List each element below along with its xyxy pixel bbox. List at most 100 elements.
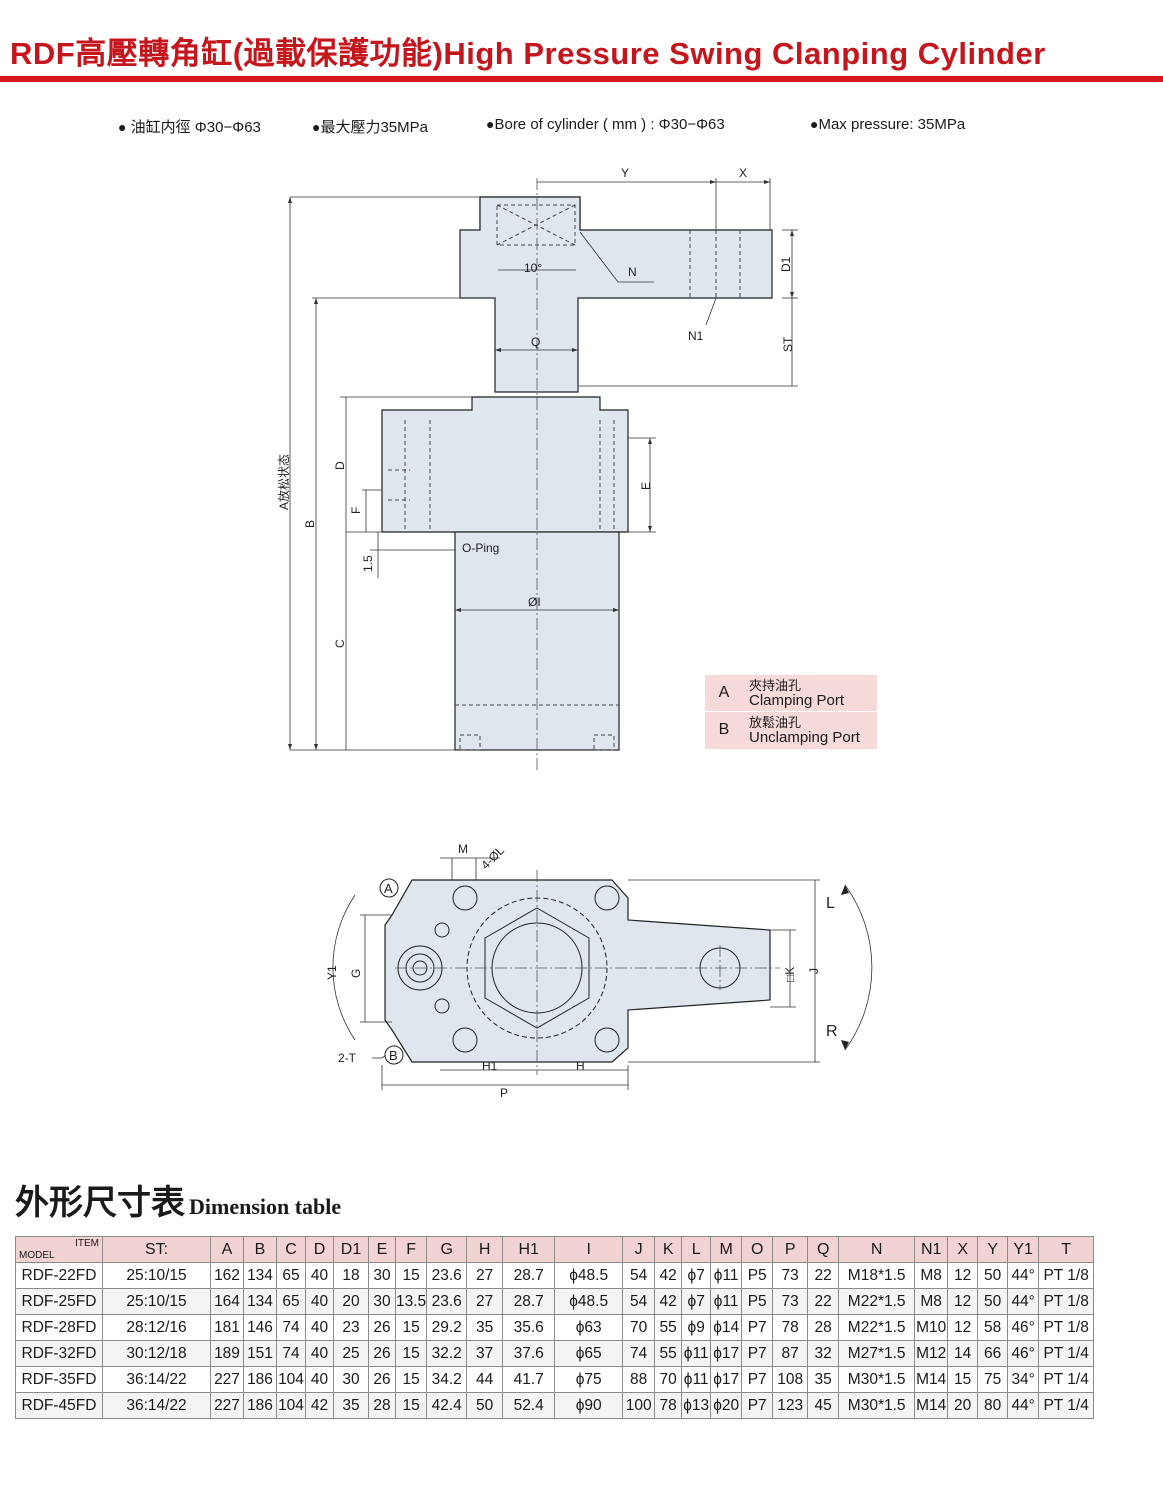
table-cell: ϕ48.5 [554,1262,624,1289]
table-cell: 15 [394,1392,428,1419]
table-cell: 162 [210,1262,244,1289]
model-cell: RDF-25FD [15,1288,103,1315]
spec-bore-en: ●Bore of cylinder ( mm ) : Φ30−Φ63 [486,116,725,133]
table-cell: ϕ17 [710,1340,743,1367]
table-cell: 23 [333,1314,369,1341]
table-cell: 15 [947,1366,979,1393]
dim-2t-label: 2-T [338,1051,357,1065]
spec-bore-cn: ● 油缸内徑 Φ30−Φ63 [118,119,261,136]
table-cell: 12 [947,1262,979,1289]
table-cell: M10 [914,1314,949,1341]
table-cell: M8 [914,1262,949,1289]
table-cell: ϕ11 [710,1262,743,1289]
table-cell: 227 [210,1392,244,1419]
table-title-cn: 外形尺寸表 [15,1183,185,1223]
table-cell: 151 [243,1340,277,1367]
table-cell: P7 [741,1314,774,1341]
table-cell: 14 [947,1340,979,1367]
dim-d-label: D [333,461,347,470]
table-cell: 46° [1007,1340,1040,1367]
table-cell: 15 [394,1340,428,1367]
table-cell: 36:14/22 [102,1366,211,1393]
table-cell: 50 [466,1392,504,1419]
dim-f-label: F [349,507,363,514]
table-cell: 186 [243,1392,277,1419]
table-cell: 26 [368,1340,396,1367]
table-cell: ϕ7 [681,1262,712,1289]
table-cell: 23.6 [426,1288,468,1315]
table-cell: ϕ11 [681,1340,712,1367]
table-cell: M27*1.5 [838,1340,916,1367]
dim-x-label: X [739,166,747,180]
table-cell: 30:12/18 [102,1340,211,1367]
legend-letter: A [718,684,730,701]
table-cell: 74 [622,1340,656,1367]
table-cell: 27 [466,1262,504,1289]
table-cell: 52.4 [502,1392,556,1419]
table-cell: 36:14/22 [102,1392,211,1419]
table-cell: 45 [807,1392,840,1419]
table-cell: 18 [333,1262,369,1289]
table-cell: 26 [368,1366,396,1393]
table-cell: 78 [772,1314,809,1341]
table-cell: 37.6 [502,1340,556,1367]
table-cell: 46° [1007,1314,1040,1341]
table-header-cell: Y1 [1007,1236,1040,1263]
table-cell: 227 [210,1366,244,1393]
table-cell: 35 [466,1314,504,1341]
table-cell: 27 [466,1288,504,1315]
table-cell: 65 [276,1262,306,1289]
table-cell: ϕ14 [710,1314,743,1341]
table-header-cell: ST: [102,1236,211,1263]
dim-q-label: Q [531,335,540,349]
side-view-drawing: Y X D1 N 10° N1 ST Q D E F B A放松状态 1.5 O… [276,166,798,770]
table-cell: 100 [622,1392,656,1419]
table-header-cell: D [305,1236,334,1263]
table-cell: PT 1/8 [1038,1288,1095,1315]
table-header-cell: N [838,1236,916,1263]
table-cell: 25:10/15 [102,1262,211,1289]
table-header-cell: K [654,1236,683,1263]
dim-n1-label: N1 [688,329,704,343]
legend-en: Clamping Port [749,692,845,709]
table-header-cell: X [947,1236,979,1263]
table-header-cell: L [681,1236,712,1263]
table-cell: 88 [622,1366,656,1393]
table-header-cell: P [772,1236,809,1263]
table-cell: PT 1/4 [1038,1392,1095,1419]
table-cell: 35 [807,1366,840,1393]
dim-m-label: M [458,842,468,856]
table-cell: 15 [394,1262,428,1289]
table-cell: 55 [654,1340,683,1367]
table-cell: 28:12/16 [102,1314,211,1341]
port-a-marker: A [384,881,393,896]
table-header-cell: G [426,1236,468,1263]
model-cell: RDF-22FD [15,1262,103,1289]
dim-e-label: E [639,482,653,490]
legend-row-a: A 夾持油孔 Clamping Port [705,675,877,712]
table-cell: 25 [333,1340,369,1367]
table-cell: 189 [210,1340,244,1367]
table-cell: 55 [654,1314,683,1341]
table-cell: PT 1/4 [1038,1340,1095,1367]
dim-d1-label: D1 [779,256,793,272]
bullet-dot-icon: ● [486,116,495,132]
model-cell: RDF-28FD [15,1314,103,1341]
table-cell: PT 1/8 [1038,1262,1095,1289]
table-header-cell: O [741,1236,774,1263]
legend-en: Unclamping Port [749,729,860,746]
table-cell: 146 [243,1314,277,1341]
dim-h-label: H [576,1059,585,1073]
table-cell: ϕ48.5 [554,1288,624,1315]
oring-label: O-Ping [462,541,499,555]
legend-cn: 夾持油孔 [749,678,802,693]
table-cell: 12 [947,1314,979,1341]
spec-pressure-cn: ●最大壓力35MPa [312,119,428,136]
table-header-cell: D1 [333,1236,369,1263]
